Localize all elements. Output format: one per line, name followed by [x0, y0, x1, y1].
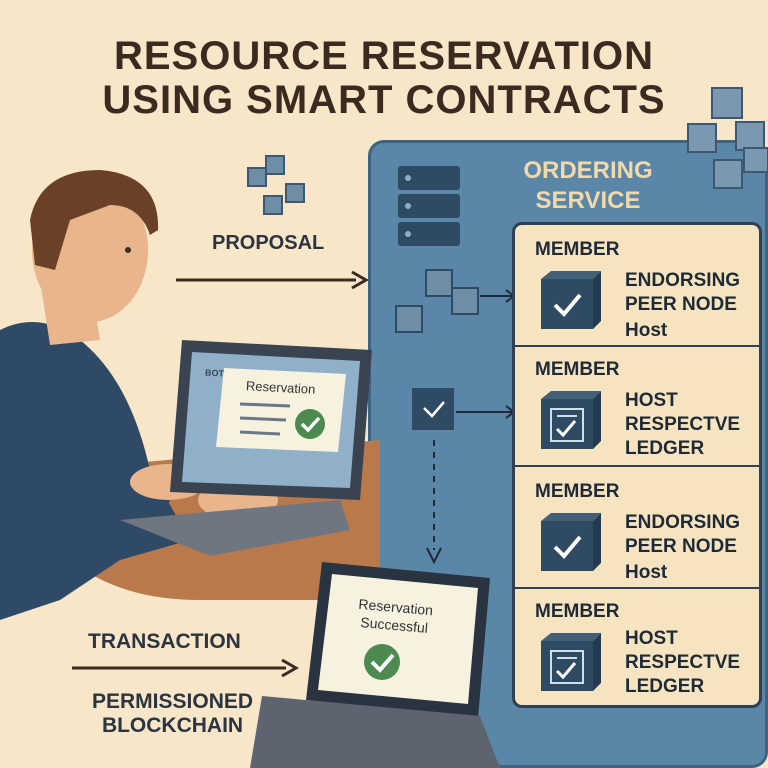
title-line-2: USING SMART CONTRACTS [102, 78, 666, 122]
member-line-2: PEER NODE [625, 536, 737, 557]
member-line-2: PEER NODE [625, 294, 737, 315]
member-line-3: LEDGER [625, 676, 705, 697]
member-line-1: ENDORSING [625, 512, 741, 533]
laptop-bottom-screen [318, 574, 478, 704]
check-circle-icon-bottom [364, 644, 400, 680]
person-arm [60, 458, 170, 530]
member-header: MEMBER [535, 601, 620, 622]
member-card: MEMBER HOST RESPECTVE LEDGER [515, 587, 759, 707]
proposal-label: PROPOSAL [212, 232, 325, 254]
member-header: MEMBER [535, 239, 620, 260]
blocks-icon-top-right [687, 87, 768, 189]
proposal-arrow [351, 270, 370, 290]
blocks-icon-proposal [247, 155, 305, 215]
ordering-service-title: ORDERING SERVICE [523, 157, 653, 214]
title-line-1: RESOURCE RESERVATION [113, 34, 655, 78]
down-arrow [426, 547, 442, 565]
member-line-3: Host [625, 320, 668, 341]
member-list: MEMBER ENDORSING PEER NODE Host MEMBER H… [512, 222, 762, 708]
check-circle-icon-top [295, 409, 325, 439]
person-hair [30, 170, 159, 270]
transaction-arrow [281, 658, 300, 678]
person-eye [125, 247, 131, 253]
ledger-icon [541, 391, 601, 449]
ledger-icon [541, 633, 601, 691]
blocks-icon-panel [395, 269, 479, 333]
laptop-bottom-base [250, 696, 500, 768]
member-line-1: ENDORSING [625, 270, 741, 291]
cube-icon [412, 388, 454, 430]
member-card: MEMBER ENDORSING PEER NODE Host [515, 467, 759, 589]
member-line-3: LEDGER [625, 438, 705, 459]
member-line-2: RESPECTVE [625, 652, 741, 673]
member-card: MEMBER HOST RESPECTVE LEDGER [515, 345, 759, 467]
member-line-1: HOST [625, 390, 678, 411]
member-line-2: RESPECTVE [625, 414, 741, 435]
permissioned-blockchain-label: PERMISSIONED BLOCKCHAIN [92, 690, 254, 737]
member-line-3: Host [625, 562, 668, 583]
member-header: MEMBER [535, 481, 620, 502]
transaction-label: TRANSACTION [88, 630, 241, 653]
laptop-top-base [120, 500, 350, 556]
member-card: MEMBER ENDORSING PEER NODE Host [515, 225, 759, 347]
member-line-1: HOST [625, 628, 678, 649]
member-header: MEMBER [535, 359, 620, 380]
checkmark-cube-icon [541, 271, 601, 329]
checkmark-cube-icon [541, 513, 601, 571]
laptop-sidebar-text: BOT [204, 367, 225, 379]
server-stack-icon [398, 166, 460, 246]
